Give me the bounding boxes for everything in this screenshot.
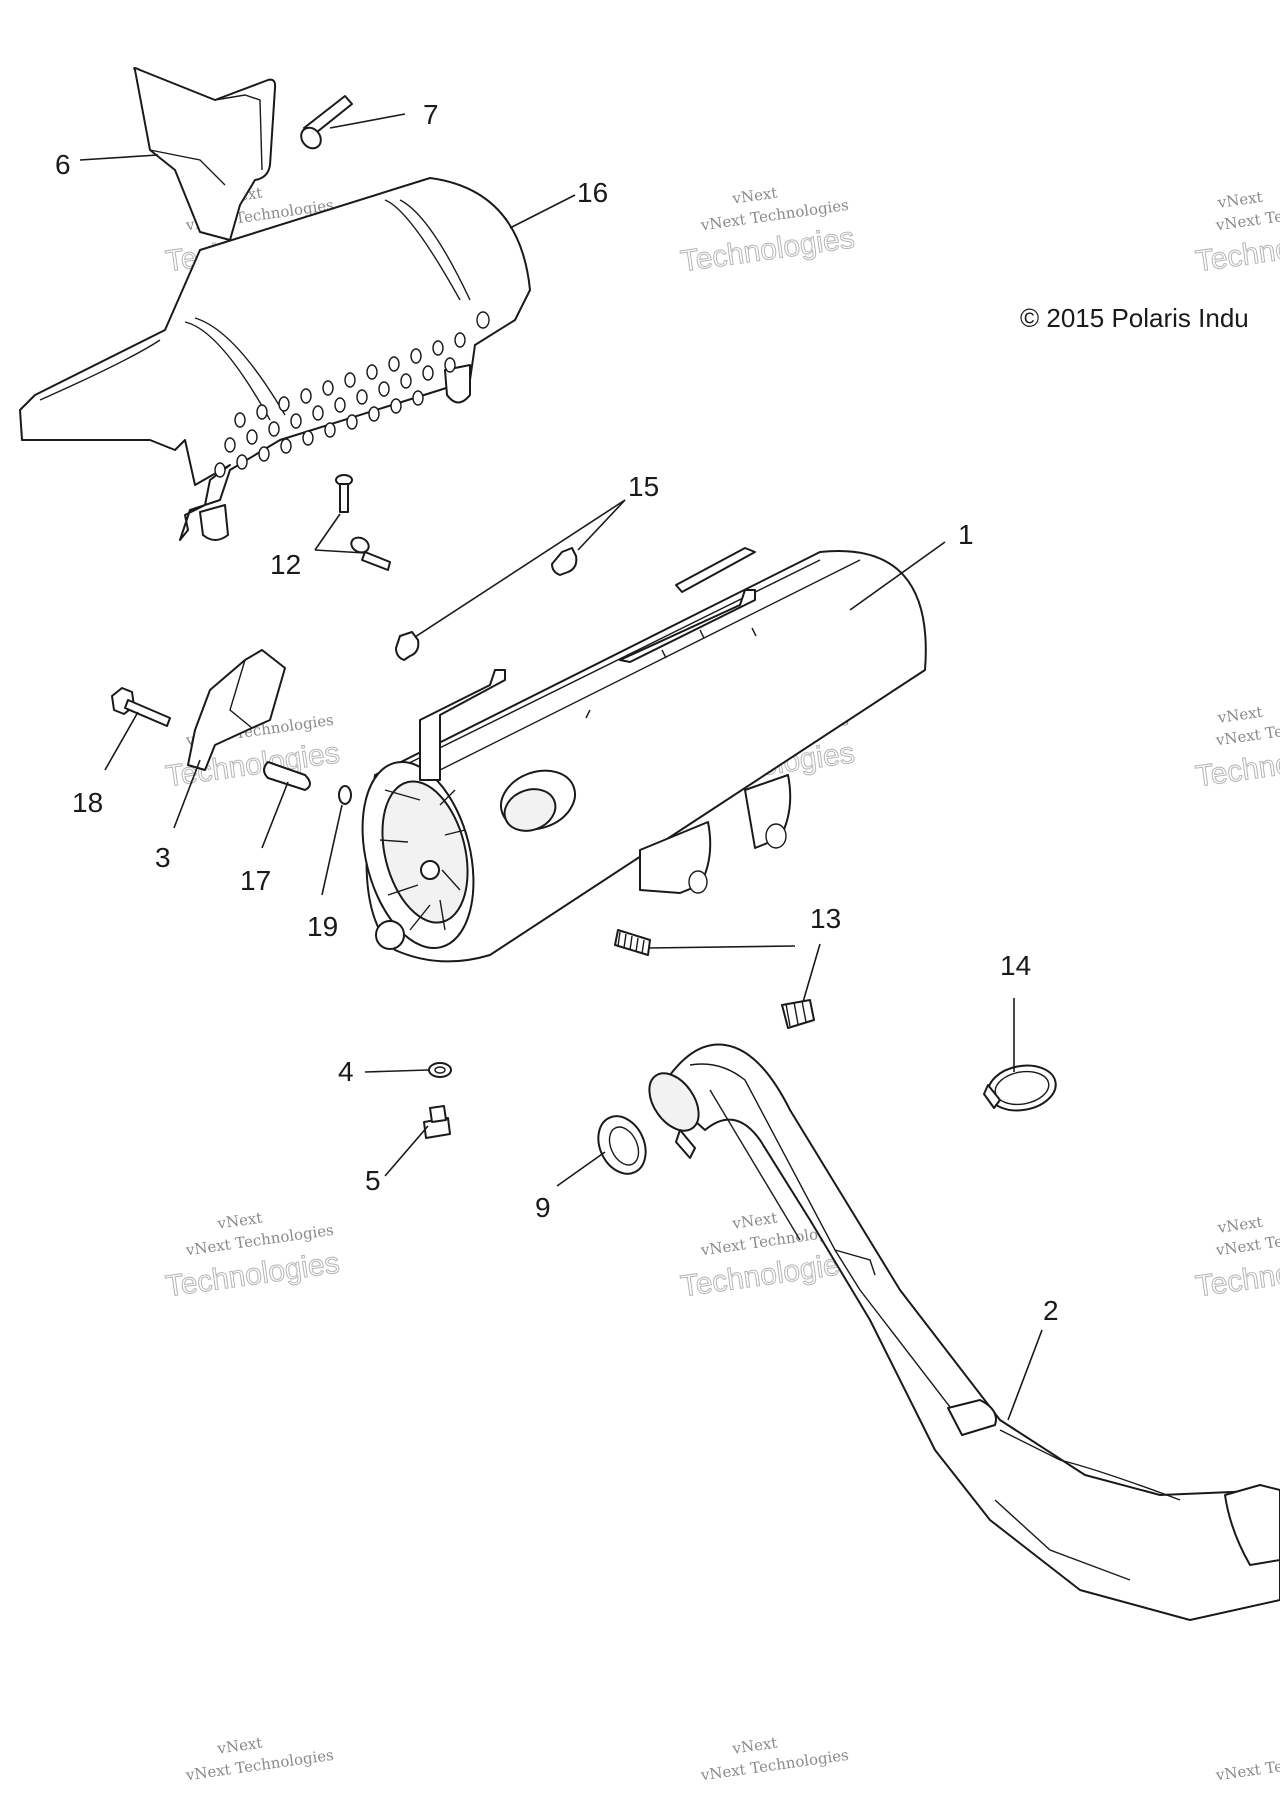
svg-text:vNext: vNext — [1216, 1213, 1264, 1237]
part-13-springs — [614, 929, 815, 1029]
part-1-muffler — [361, 547, 927, 963]
svg-text:vNext: vNext — [730, 1209, 778, 1233]
callout-12: 12 — [270, 549, 301, 580]
callout-4: 4 — [338, 1056, 354, 1087]
callout-17: 17 — [240, 865, 271, 896]
svg-text:vNext Technologies: vNext Technologies — [1214, 1746, 1280, 1785]
callout-5: 5 — [365, 1165, 381, 1196]
part-12-bolts — [335, 474, 391, 571]
watermark: vNext vNext Technologies Technologies — [163, 1209, 342, 1304]
callout-1: 1 — [958, 519, 974, 550]
svg-text:vNext: vNext — [1216, 703, 1264, 727]
shield-vent-holes — [214, 311, 490, 478]
part-18-bolt — [111, 687, 171, 727]
callout-19: 19 — [307, 911, 338, 942]
callout-7: 7 — [423, 99, 439, 130]
callout-15: 15 — [628, 471, 659, 502]
callout-labels: 6 7 16 1 15 12 18 3 17 19 13 14 4 5 9 2 — [55, 99, 1059, 1326]
copyright-text: © 2015 Polaris Indu — [1020, 303, 1249, 333]
leader-lines — [79, 113, 1043, 1421]
part-16-heat-shield — [19, 177, 531, 541]
svg-text:vNext: vNext — [1216, 188, 1264, 212]
part-9-gasket — [597, 1115, 647, 1175]
part-19-washer — [338, 785, 352, 805]
svg-text:vNext: vNext — [215, 1209, 263, 1233]
callout-18: 18 — [72, 787, 103, 818]
watermark: vNext vNext Technologies Technologies — [1193, 1213, 1280, 1304]
callout-9: 9 — [535, 1192, 551, 1223]
part-7-rivet — [300, 95, 353, 150]
part-17-spacer — [263, 761, 311, 791]
part-14-hose-clamp — [983, 1064, 1057, 1112]
svg-text:vNext: vNext — [215, 1734, 263, 1758]
watermark: vNext vNext Technologies Technologies — [678, 184, 857, 279]
watermark: vNext vNext Technologies — [184, 1734, 335, 1785]
callout-13: 13 — [810, 903, 841, 934]
part-15-clip-nuts — [395, 547, 578, 661]
watermark: vNext vNext Technologies Technologies — [1193, 703, 1280, 794]
callout-16: 16 — [577, 177, 608, 208]
svg-text:vNext: vNext — [730, 184, 778, 208]
svg-text:vNext: vNext — [730, 1734, 778, 1758]
callout-6: 6 — [55, 149, 71, 180]
watermark: vNext vNext Technologies Technologies — [1193, 188, 1280, 279]
callout-2: 2 — [1043, 1295, 1059, 1326]
part-2-head-pipe — [648, 1043, 1280, 1621]
watermark: vNext Technologies — [1214, 1746, 1280, 1785]
watermark: vNext vNext Technologies — [699, 1734, 850, 1785]
callout-3: 3 — [155, 842, 171, 873]
part-4-washer — [428, 1062, 452, 1078]
callout-14: 14 — [1000, 950, 1031, 981]
part-3-mount-bracket — [187, 649, 286, 771]
part-5-stud — [423, 1105, 451, 1139]
part-6-shield-bracket — [133, 67, 277, 241]
